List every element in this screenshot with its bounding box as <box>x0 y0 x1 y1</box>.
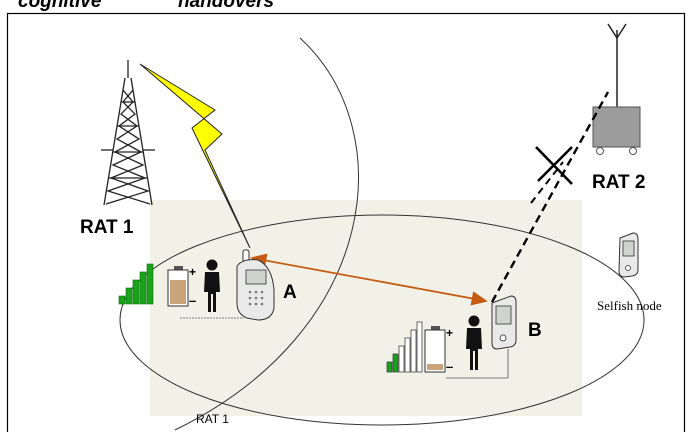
person-icon <box>204 259 220 312</box>
legend-selfish-node-label: Selfish node <box>597 298 662 313</box>
signal-bars-icon <box>118 263 154 305</box>
svg-text:–: – <box>189 293 196 308</box>
blocked-link-icon <box>535 146 573 185</box>
diagram-border <box>6 12 686 432</box>
label-node-a: A <box>283 282 297 303</box>
signal-bars-icon <box>386 321 423 373</box>
coverage-ellipse <box>119 214 645 426</box>
link-arrow-a-b <box>250 253 488 306</box>
lightning-bolt-icon <box>139 63 251 249</box>
svg-text:+: + <box>189 265 196 279</box>
person-icon <box>466 315 482 370</box>
label-rat1-region: RAT 1 <box>196 412 229 426</box>
base-station-icon <box>592 23 641 155</box>
dashed-link-b-rat2 <box>490 91 610 303</box>
lattice-tower-icon <box>101 60 155 206</box>
label-rat1-tower: RAT 1 <box>80 217 134 238</box>
svg-text:–: – <box>446 359 453 374</box>
label-node-b: B <box>528 320 542 341</box>
heading-handovers: handovers <box>178 0 275 12</box>
label-rat2: RAT 2 <box>592 172 645 193</box>
pda-device-icon <box>618 232 639 278</box>
rat1-coverage-arc <box>174 37 359 431</box>
battery-icon: + – <box>424 326 453 374</box>
battery-icon: + – <box>167 265 196 308</box>
dashed-link-secondary <box>530 161 564 204</box>
svg-text:+: + <box>446 326 453 340</box>
mobile-phone-icon <box>236 249 275 321</box>
pda-device-icon <box>491 295 517 350</box>
heading-cognitive: cognitive <box>18 0 102 12</box>
